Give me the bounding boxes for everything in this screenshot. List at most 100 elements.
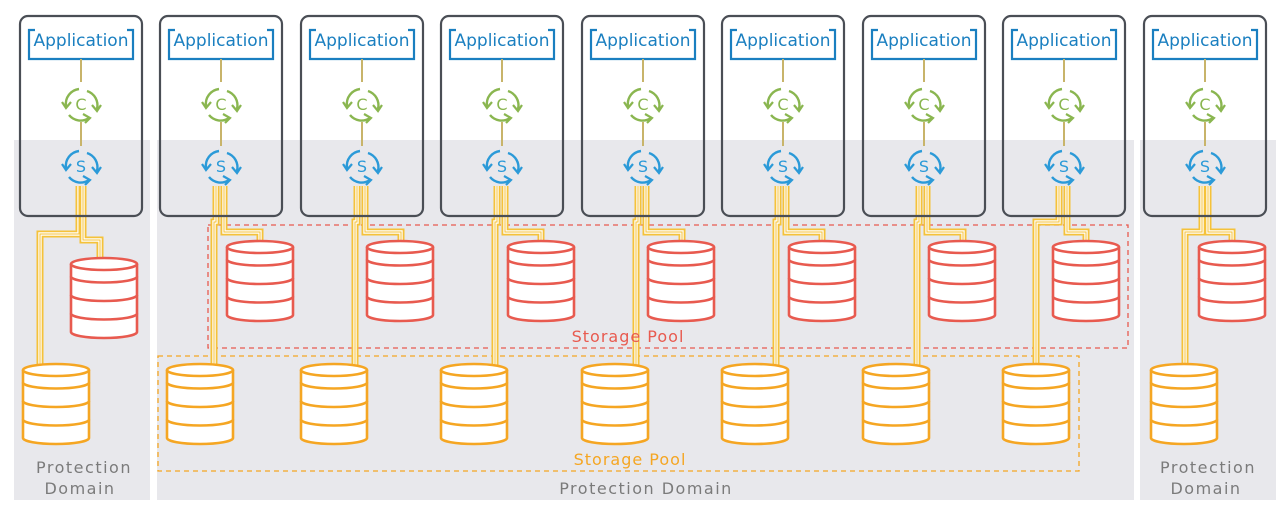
- node-1: Application: [18, 14, 144, 218]
- client-sync-icon-letter: C: [777, 95, 788, 114]
- node-frame: [1142, 14, 1268, 218]
- wire-node-1-red: [79, 186, 104, 262]
- wire-node-5-orange: [632, 186, 642, 366]
- application-label: Application: [34, 31, 129, 51]
- disk-stack-icon: [861, 362, 931, 446]
- application-icon: Application: [729, 28, 837, 61]
- node-frame: [439, 14, 565, 218]
- client-sync-icon-letter: C: [637, 95, 648, 114]
- client-sync-icon-letter: C: [1199, 95, 1210, 114]
- server-sync-icon: S: [904, 149, 945, 186]
- disk-stack-icon: [927, 239, 997, 323]
- server-sync-icon: S: [482, 149, 523, 186]
- disk-stack-icon: [646, 239, 716, 323]
- client-sync-icon: C: [763, 87, 804, 124]
- disk-stack-icon: [69, 256, 139, 340]
- server-sync-icon-letter: S: [1200, 157, 1210, 176]
- storage-pool-red: [207, 224, 1129, 349]
- wire-node-9-red: [1204, 186, 1236, 244]
- server-sync-icon: S: [1185, 149, 1226, 186]
- protection-domain-label-1-line-2: Domain: [44, 479, 115, 498]
- application-label: Application: [877, 31, 972, 51]
- node-frame: [720, 14, 846, 218]
- client-sync-icon-letter: C: [496, 95, 507, 114]
- disk-stack-icon: [439, 362, 509, 446]
- client-sync-icon: C: [623, 87, 664, 124]
- client-sync-icon-letter: C: [75, 95, 86, 114]
- wire-node-2-red: [220, 186, 264, 244]
- disk-stack-icon: [365, 239, 435, 323]
- wire-node-8-orange: [1032, 186, 1063, 366]
- server-sync-icon-letter: S: [919, 157, 929, 176]
- disk-stack-icon: [299, 362, 369, 446]
- node-7: Application: [861, 14, 987, 218]
- client-sync-icon: C: [342, 87, 383, 124]
- client-sync-icon: C: [482, 87, 523, 124]
- application-label: Application: [455, 31, 550, 51]
- wire-node-1-orange: [36, 186, 83, 365]
- disk-stack-icon: [1051, 239, 1121, 323]
- wire-node-4-orange: [491, 186, 501, 366]
- wire-node-3-red: [361, 186, 405, 244]
- wire-node-4-red: [501, 186, 545, 244]
- wire-node-5-red: [642, 186, 686, 244]
- disk-stack-icon: [787, 239, 857, 323]
- application-label: Application: [1158, 31, 1253, 51]
- client-sync-icon: C: [1185, 87, 1226, 124]
- disk-stack-icon: [225, 239, 295, 323]
- node-frame: [1001, 14, 1127, 218]
- node-3: Application: [299, 14, 425, 218]
- storage-pool-label-red: Storage Pool: [572, 327, 685, 346]
- wire-node-6-red: [782, 186, 826, 244]
- storage-pool-label-orange: Storage Pool: [574, 450, 687, 469]
- application-label: Application: [596, 31, 691, 51]
- node-frame: [580, 14, 706, 218]
- node-4: Application: [439, 14, 565, 218]
- wire-node-3-orange: [351, 186, 361, 366]
- node-frame: [158, 14, 284, 218]
- disk-stack-icon: [720, 362, 790, 446]
- client-sync-icon: C: [904, 87, 945, 124]
- application-icon: Application: [1010, 28, 1118, 61]
- disk-stack-icon: [1001, 362, 1071, 446]
- server-sync-icon: S: [61, 149, 102, 186]
- application-label: Application: [736, 31, 831, 51]
- node-8: Application: [1001, 14, 1127, 218]
- client-sync-icon-letter: C: [356, 95, 367, 114]
- node-2: Application: [158, 14, 284, 218]
- protection-domain-label-3-line-2: Domain: [1170, 479, 1241, 498]
- wire-node-7-orange: [913, 186, 923, 366]
- protection-domain-label-1-line-1: Protection: [36, 458, 132, 477]
- application-icon: Application: [308, 28, 416, 61]
- node-5: Application: [580, 14, 706, 218]
- storage-pool-orange: [157, 355, 1080, 472]
- application-label: Application: [315, 31, 410, 51]
- disk-stack-icon: [1197, 239, 1267, 323]
- application-label: Application: [174, 31, 269, 51]
- server-sync-icon: S: [623, 149, 664, 186]
- node-frame: [299, 14, 425, 218]
- server-sync-icon-letter: S: [497, 157, 507, 176]
- disk-stack-icon: [1149, 362, 1219, 446]
- client-sync-icon-letter: C: [215, 95, 226, 114]
- server-sync-icon-letter: S: [357, 157, 367, 176]
- server-sync-icon: S: [201, 149, 242, 186]
- server-sync-icon: S: [342, 149, 383, 186]
- disk-stack-icon: [506, 239, 576, 323]
- node-frame: [861, 14, 987, 218]
- client-sync-icon: C: [1044, 87, 1085, 124]
- protection-domain-label-2: Protection Domain: [559, 479, 733, 498]
- application-icon: Application: [589, 28, 697, 61]
- client-sync-icon-letter: C: [1058, 95, 1069, 114]
- client-sync-icon: C: [61, 87, 102, 124]
- disk-stack-icon: [21, 362, 91, 446]
- application-icon: Application: [167, 28, 275, 61]
- disk-stack-icon: [165, 362, 235, 446]
- application-icon: Application: [1151, 28, 1259, 61]
- client-sync-icon-letter: C: [918, 95, 929, 114]
- protection-domain-label-3-line-1: Protection: [1160, 458, 1256, 477]
- client-sync-icon: C: [201, 87, 242, 124]
- node-9: Application: [1142, 14, 1268, 218]
- application-label: Application: [1017, 31, 1112, 51]
